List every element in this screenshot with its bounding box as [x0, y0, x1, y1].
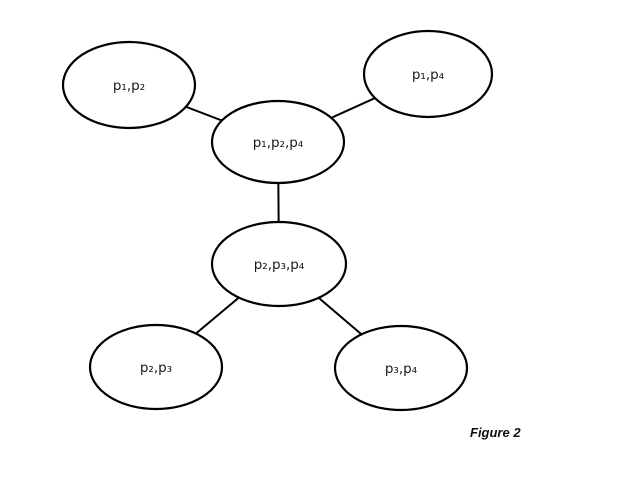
graph-node: p₂,p₃,p₄ [210, 220, 348, 308]
graph-node: p₁,p₂,p₄ [210, 99, 346, 185]
node-ellipse [88, 323, 224, 411]
node-ellipse [210, 99, 346, 185]
graph-node: p₁,p₄ [362, 29, 494, 119]
graph-node: p₃,p₄ [333, 324, 469, 412]
node-label: p₂,p₃,p₄ [254, 257, 305, 273]
node-label: p₁,p₄ [412, 67, 444, 83]
figure-caption: Figure 2 [470, 425, 521, 440]
node-ellipse [362, 29, 494, 119]
node-label: p₂,p₃ [140, 360, 172, 376]
node-ellipse [210, 220, 348, 308]
graph-node: p₂,p₃ [88, 323, 224, 411]
node-label: p₁,p₂ [113, 78, 145, 94]
graph-nodes: p₁,p₂ p₁,p₄ p₁,p₂,p₄ p₂,p₃,p₄ p₂,p₃ p₃,p₄ [61, 29, 494, 412]
node-ellipse [61, 40, 197, 130]
node-label: p₃,p₄ [385, 361, 417, 377]
node-label: p₁,p₂,p₄ [253, 135, 304, 151]
node-ellipse [333, 324, 469, 412]
graph-node: p₁,p₂ [61, 40, 197, 130]
